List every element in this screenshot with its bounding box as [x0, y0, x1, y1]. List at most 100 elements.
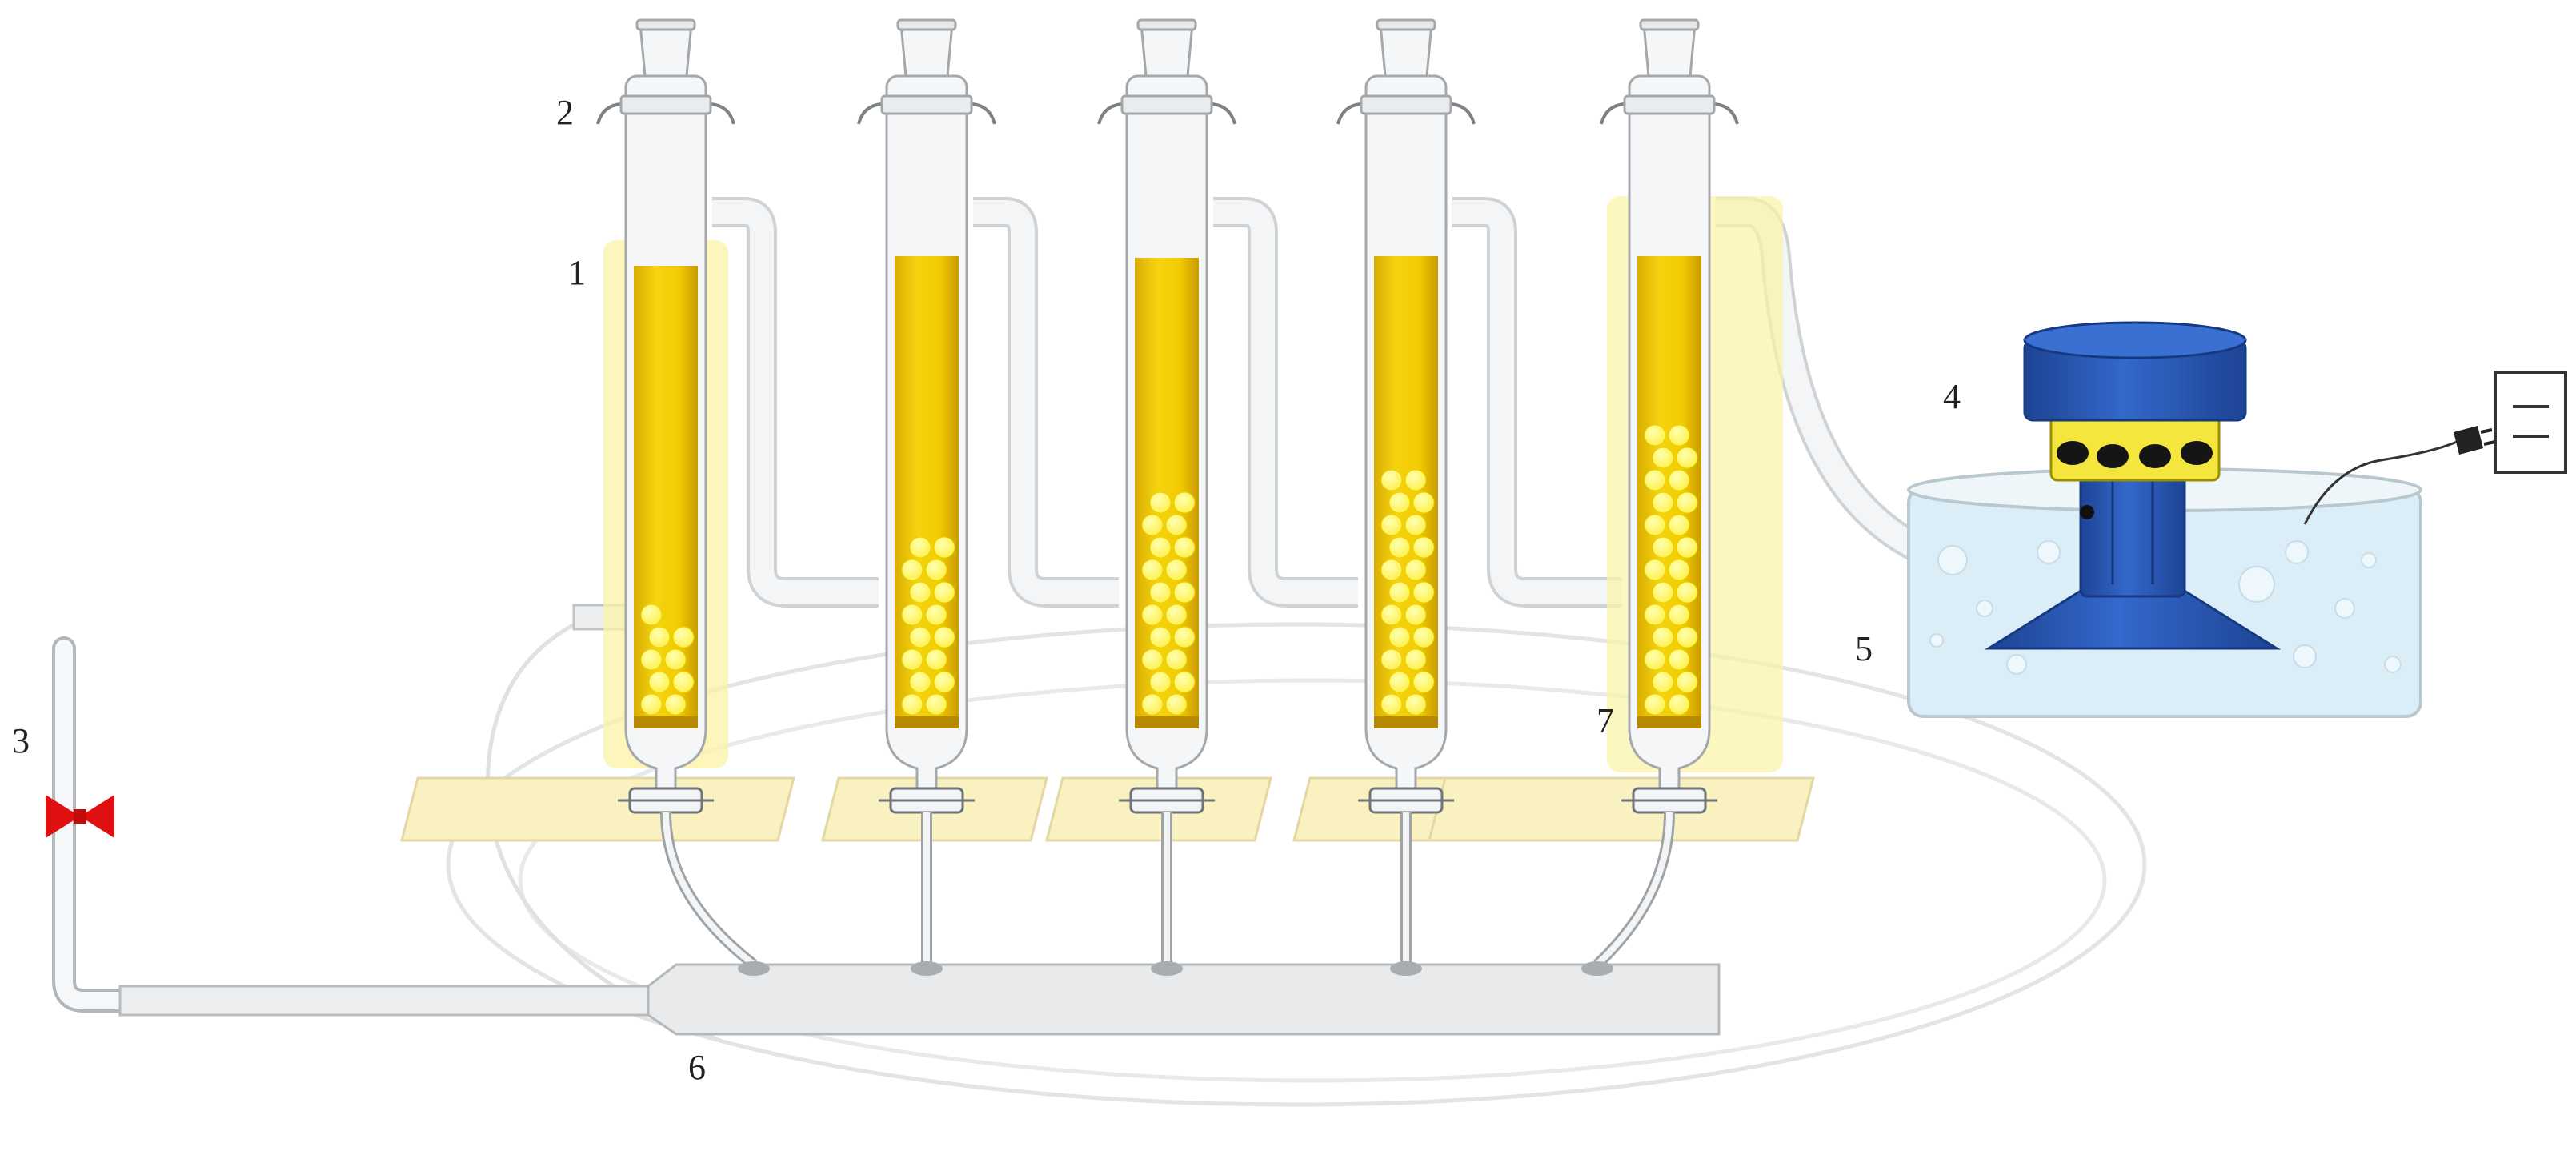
power-cord	[2303, 440, 2458, 525]
packing-bead	[1165, 514, 1188, 536]
packing-bead	[1173, 491, 1196, 514]
valve-left-wing	[46, 795, 80, 838]
packing-bead	[1380, 693, 1403, 716]
packing-bead	[1388, 536, 1411, 559]
packing-bead	[1668, 514, 1690, 536]
valve	[46, 795, 114, 838]
pump	[1984, 321, 2282, 650]
packed-column	[857, 18, 996, 976]
packing-bead	[1668, 424, 1690, 447]
packing-bead	[1141, 648, 1164, 671]
column-top-joint	[1140, 22, 1194, 78]
column-collar	[880, 94, 973, 115]
feed-pipe-horizontal	[118, 985, 650, 1017]
column-stopper-rim	[635, 18, 696, 31]
packing-bead	[1388, 626, 1411, 648]
packing-bead	[901, 559, 923, 581]
packing-bead	[1668, 559, 1690, 581]
label-column: 1	[568, 253, 586, 292]
overflow-tube	[973, 197, 1119, 608]
packing-bead	[933, 671, 955, 693]
packing-bead	[1676, 491, 1698, 514]
packing-bead	[640, 648, 663, 671]
overflow-tube-inner	[1213, 200, 1358, 604]
column-stopper-rim	[1376, 18, 1436, 31]
manifold-port	[738, 961, 770, 976]
manifold-port	[1151, 961, 1183, 976]
water-bubble	[1976, 600, 1993, 617]
packed-columns	[596, 18, 1783, 976]
packing-bead	[1644, 648, 1666, 671]
packing-bead	[1149, 491, 1172, 514]
packing-bead	[1165, 604, 1188, 626]
packing-bead	[1644, 559, 1666, 581]
label-column-top: 2	[556, 93, 574, 132]
power-plug	[2454, 426, 2483, 455]
packing-bead	[1404, 648, 1427, 671]
packing-bead	[909, 671, 931, 693]
pump-motor-cap	[2023, 321, 2247, 359]
water-bubble	[2334, 598, 2355, 619]
packing-bead	[1173, 536, 1196, 559]
packed-column	[596, 18, 770, 976]
manifold-port	[1390, 961, 1422, 976]
packing-bead	[664, 693, 687, 716]
packing-bead	[1652, 536, 1674, 559]
packing-bead	[909, 626, 931, 648]
column-collar	[1360, 94, 1452, 115]
column-stopper-rim	[1136, 18, 1197, 31]
overflow-tube-inner	[1452, 200, 1621, 604]
packing-bead	[901, 693, 923, 716]
packing-bead	[909, 536, 931, 559]
column-stopper-rim	[896, 18, 957, 31]
packing-bead	[672, 626, 695, 648]
packing-bead	[664, 648, 687, 671]
column-top-joint	[1379, 22, 1433, 78]
packing-bead	[925, 559, 947, 581]
packing-bead	[1380, 648, 1403, 671]
column-collar	[1623, 94, 1716, 115]
column-top-joint	[899, 22, 954, 78]
packing-bead	[1644, 469, 1666, 491]
packing-bead	[640, 604, 663, 626]
packing-bead	[1149, 581, 1172, 604]
packing-bead	[933, 581, 955, 604]
packing-bead	[1141, 693, 1164, 716]
label-valve: 3	[12, 721, 30, 760]
packing-bead	[925, 693, 947, 716]
packing-bead	[1380, 604, 1403, 626]
packing-bead	[1404, 469, 1427, 491]
packing-bead	[648, 626, 671, 648]
column-collar	[619, 94, 712, 115]
packing-bead	[1404, 693, 1427, 716]
packing-bead	[1149, 536, 1172, 559]
wall-outlet	[2494, 371, 2567, 474]
packing-bead	[1380, 514, 1403, 536]
water-bubble	[1937, 545, 1968, 575]
packing-bead	[1165, 693, 1188, 716]
drain-tube-inner	[663, 812, 756, 968]
column-base-trays	[400, 776, 1815, 842]
valve-right-wing	[80, 795, 114, 838]
water-bubble	[2238, 566, 2275, 603]
water-bubble	[2293, 644, 2317, 668]
water-bubble	[2037, 540, 2061, 564]
label-manifold: 6	[688, 1048, 706, 1087]
packing-bead	[1676, 626, 1698, 648]
packing-bead	[1652, 581, 1674, 604]
overflow-tube	[1213, 197, 1358, 608]
return-loop-inner	[518, 678, 2107, 1083]
packing-bead	[1412, 536, 1435, 559]
feed-line	[46, 636, 660, 1017]
column-stopper-rim	[1639, 18, 1700, 31]
packed-column	[1581, 18, 1739, 976]
pump-stem	[2079, 467, 2186, 598]
overflow-tube	[712, 197, 879, 608]
packing-bead	[1388, 581, 1411, 604]
packing-bead	[925, 604, 947, 626]
packing-bead	[901, 604, 923, 626]
packing-bead	[1676, 447, 1698, 469]
packing-bead	[640, 693, 663, 716]
packing-bead	[1652, 447, 1674, 469]
packing-bead	[1644, 514, 1666, 536]
